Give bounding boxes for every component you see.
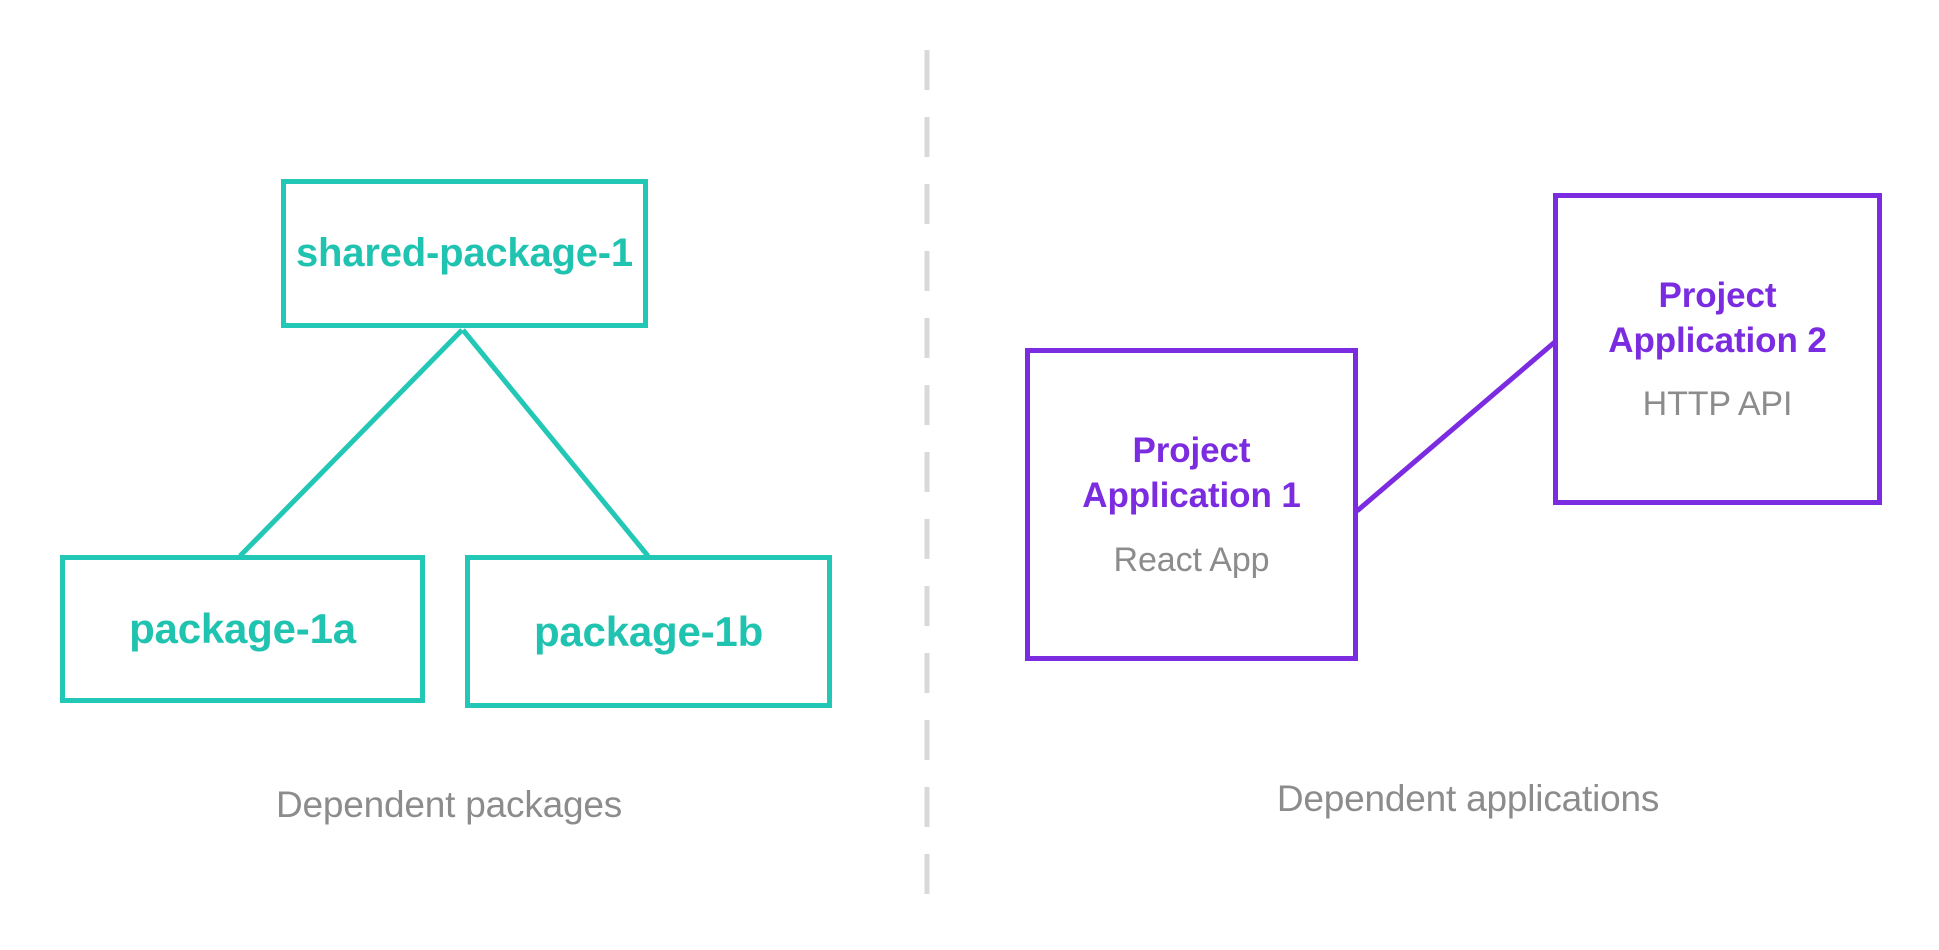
node-project-application-2-subtitle: HTTP API [1642,385,1793,424]
node-project-application-1[interactable]: Project Application 1 React App [1025,348,1358,661]
node-project-application-2-title-line-1: Project [1658,275,1777,315]
edge-project-application-1-to-project-application-2 [1355,339,1558,513]
caption-dependent-applications: Dependent applications [1276,778,1660,819]
node-package-1a[interactable]: package-1a [60,555,425,703]
node-project-application-1-title-line-1: Project [1132,431,1251,471]
node-package-1a-title: package-1a [129,605,356,652]
node-project-application-2-title: Project Application 2 [1608,274,1827,364]
node-package-1b[interactable]: package-1b [465,555,832,708]
edge-shared-package-1-to-package-1a [238,328,464,558]
node-project-application-1-subtitle: React App [1113,540,1270,579]
node-project-application-1-title: Project Application 1 [1082,429,1301,519]
edge-shared-package-1-to-package-1b [461,328,650,558]
node-shared-package-1-title: shared-package-1 [296,231,633,275]
node-project-application-2-title-line-2: Application 2 [1608,320,1827,360]
node-shared-package-1[interactable]: shared-package-1 [281,179,648,328]
node-package-1b-title: package-1b [533,607,764,655]
node-project-application-1-title-line-2: Application 1 [1082,476,1301,515]
caption-dependent-packages: Dependent packages [275,784,623,825]
node-project-application-2[interactable]: Project Application 2 HTTP API [1553,193,1882,505]
